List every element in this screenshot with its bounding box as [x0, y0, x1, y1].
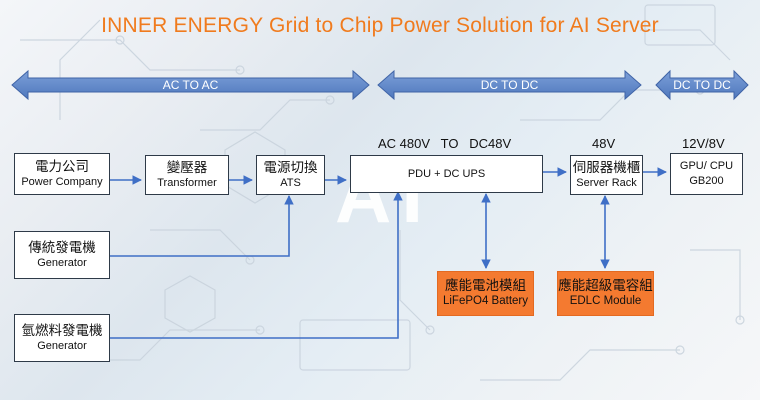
label-48v: 48V [592, 136, 616, 151]
band-arrow-ac-to-ac [11, 69, 370, 101]
pdu-dc-ups-box: PDU + DC UPS [350, 155, 543, 193]
band-label-ac-to-ac: AC TO AC [162, 78, 219, 92]
gpu-cpu-label: GPU/ CPU [679, 160, 734, 172]
line-generator2-to-pdu [110, 191, 403, 339]
edlc-module-box: 應能超級電容組 EDLC Module [557, 271, 654, 316]
transformer-label-en: Transformer [157, 176, 217, 189]
band-label-dc-to-dc-2: DC TO DC [673, 78, 731, 92]
generator-label-en: Generator [37, 256, 87, 269]
band-label-dc-to-dc-1: DC TO DC [480, 78, 539, 92]
generator-box: 傳統發電機 Generator [14, 231, 110, 279]
server-rack-box: 伺服器機櫃 Server Rack [570, 155, 643, 195]
battery-label-zh: 應能電池模組 [445, 278, 526, 294]
ats-label-en: ATS [280, 176, 301, 189]
gb200-label: GB200 [689, 175, 724, 187]
band-arrow-dc-to-dc-1 [377, 69, 642, 101]
band-arrow-dc-to-dc-2 [655, 69, 749, 101]
label-ac-480v-to-dc48v: AC 480V TO DC48V [378, 136, 512, 151]
line-generator1-to-ats [110, 195, 294, 257]
generator-label-zh: 傳統發電機 [28, 239, 96, 256]
edlc-label-en: EDLC Module [569, 295, 642, 307]
hydrogen-generator-label-zh: 氫燃料發電機 [21, 322, 103, 339]
edlc-label-zh: 應能超級電容組 [558, 278, 653, 294]
diagram-title: INNER ENERGY Grid to Chip Power Solution… [101, 14, 659, 37]
power-company-box: 電力公司 Power Company [14, 153, 110, 195]
label-12v-8v: 12V/8V [682, 136, 725, 151]
battery-label-en: LiFePO4 Battery [442, 295, 528, 307]
pdu-label: PDU + DC UPS [407, 167, 486, 180]
hydrogen-generator-label-en: Generator [37, 339, 87, 352]
server-rack-label-zh: 伺服器機櫃 [572, 159, 641, 176]
transformer-box: 變壓器 Transformer [145, 155, 229, 195]
power-company-label-zh: 電力公司 [35, 158, 89, 175]
lifepo4-battery-box: 應能電池模組 LiFePO4 Battery [437, 271, 534, 316]
transformer-label-zh: 變壓器 [166, 159, 208, 176]
ats-box: 電源切換 ATS [256, 155, 325, 195]
gpu-cpu-box: GPU/ CPU GB200 [670, 153, 743, 195]
server-rack-label-en: Server Rack [576, 176, 637, 189]
power-company-label-en: Power Company [21, 175, 103, 188]
ats-label-zh: 電源切換 [263, 159, 318, 176]
hydrogen-generator-box: 氫燃料發電機 Generator [14, 314, 110, 362]
